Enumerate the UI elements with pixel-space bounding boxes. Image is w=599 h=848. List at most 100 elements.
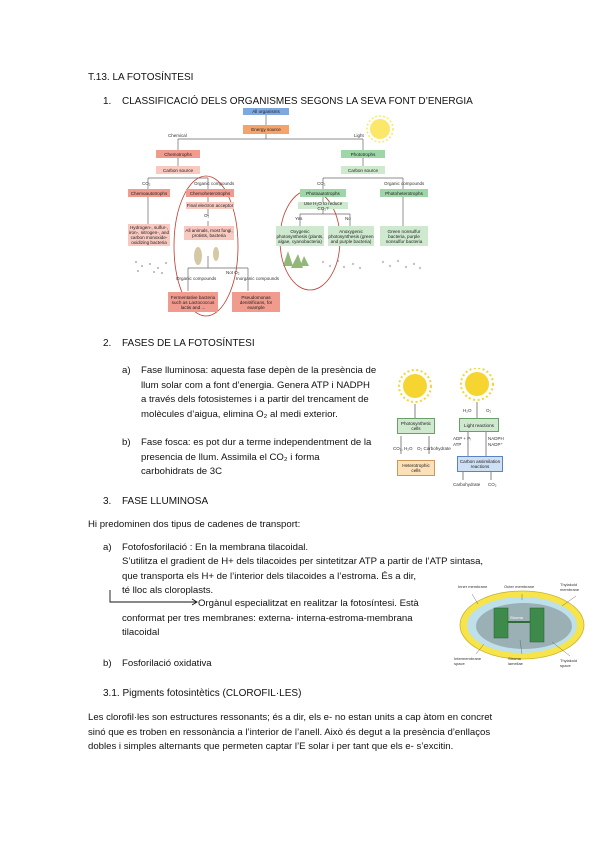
pseudomonas-box: Pseudomonas denitrificans, for example: [232, 292, 280, 312]
foto-b-text: Fosforilació oxidativa: [122, 658, 212, 669]
fase-b-letter: b): [122, 437, 131, 448]
o2-carbohydrate-label: O₂ Carbohydrate: [417, 446, 451, 451]
plant-illustration-icon: [283, 251, 309, 268]
photoheterotrophs-box: Photoheterotrophs: [380, 189, 428, 197]
intermembrane-space-label: Intermembrane space: [454, 656, 482, 666]
stroma-lamellae-label: Stroma lamellae: [508, 656, 523, 666]
section-1-number: 1.: [103, 96, 112, 107]
co2-label: CO₂: [488, 482, 497, 487]
inner-membrane-label: Inner membrane: [458, 584, 488, 589]
diagram-connectors: [135, 115, 422, 317]
o2-label: O₂: [204, 213, 210, 218]
oxygenic-box: Oxygenic photosynthesis (plants, algae, …: [276, 226, 324, 246]
final-paragraph: Les clorofil·les son estructures ressona…: [88, 711, 518, 755]
hydrogen-bacteria-box: Hydrogen-, sulfur-, iron-, nitrogen-, an…: [128, 224, 170, 246]
h2o-label: H₂O: [463, 408, 472, 413]
carbon-source-left-box: Carbon source: [156, 166, 200, 174]
thylakoid-space-label: Thylakoid space: [560, 658, 578, 668]
foto-b-letter: b): [103, 658, 112, 669]
no-label: No: [345, 216, 351, 221]
foto-a-text: S’utilitza el gradient de H+ dels tilaco…: [122, 555, 484, 599]
organic-right-label: Organic compounds: [384, 181, 425, 186]
yes-label: Yes: [295, 216, 303, 221]
fase-b-line-2: presencia de llum. Assimila el CO₂ i for…: [141, 451, 320, 463]
organ-line-3: tilacoidal: [122, 627, 160, 638]
fase-a-letter: a): [122, 365, 131, 376]
organ-text: Orgànul especialitzat en realitzar la fo…: [122, 597, 442, 641]
foto-a-line-2: que transporta els H+ de l’interior dels…: [122, 570, 417, 582]
section-1-heading: CLASSIFICACIÓ DELS ORGANISMES SEGONS LA …: [122, 96, 473, 107]
fermentative-box: Fermentative bacteria such as Lactococcu…: [168, 292, 218, 312]
chemotrophs-box: Chemotrophs: [156, 150, 200, 158]
phototrophs-box: Phototrophs: [341, 150, 385, 158]
foto-a-letter: a): [103, 542, 112, 553]
organic-left-label: Organic compounds: [194, 181, 235, 186]
anoxygenic-box: Anoxygenic photosynthesis (green and pur…: [328, 226, 374, 246]
chloroplast-illustration: [459, 590, 585, 660]
light-label: Light: [354, 133, 364, 138]
bracket-arrow-icon: [109, 590, 198, 606]
final-acceptor-box: Final electron acceptor: [186, 202, 234, 209]
fase-b-text: Fase fosca: es pot dur a terme independe…: [141, 436, 391, 480]
fase-a-line-2: llum solar com a font d’energia. Genera …: [141, 379, 370, 391]
thylakoid-membrane-label: Thylakoid membrane: [560, 582, 580, 592]
section-3-1-heading: 3.1. Pigments fotosintètics (CLOROFIL·LE…: [103, 688, 302, 699]
chemoautotrophs-box: Chemoautotrophs: [128, 189, 170, 197]
final-line-1: Les clorofil·les son estructures ressona…: [88, 712, 493, 723]
use-h2o-box: Use H₂O to reduce CO₂?: [298, 201, 348, 211]
foto-a-line-3: té lloc als cloroplasts.: [122, 585, 214, 596]
heterotrophic-cells-box: Heterotrophic cells: [397, 460, 435, 476]
section-2-number: 2.: [103, 338, 112, 349]
sun-icon: [398, 369, 432, 403]
final-line-3: dobles i simples alternants que permeten…: [88, 741, 454, 752]
organ-line-1: Orgànul especialitzat en realitzar la fo…: [198, 598, 419, 609]
fase-a-line-1: Fase lluminosa: aquesta fase depèn de la…: [141, 365, 377, 376]
fase-a-text: Fase lluminosa: aquesta fase depèn de la…: [141, 364, 391, 422]
organ-line-2: conformat per tres membranes: externa- i…: [122, 612, 413, 624]
carbon-assimilation-box: Carbon assimilation reactions: [457, 456, 503, 472]
fase-a-line-4: molècules d’aigua, elimina O₂ al medi ex…: [141, 408, 338, 420]
sun-icon: [366, 115, 394, 143]
energy-source-box: Energy source: [243, 125, 289, 134]
cadenes-paragraph: Hi predominen dos tipus de cadenes de tr…: [88, 519, 301, 530]
adp-label: ADP + Pᵢ: [453, 436, 472, 441]
final-line-2: sinó que es troben en ressonància a l’in…: [88, 726, 491, 738]
all-animals-box: All animals, most fungi, protists, bacte…: [184, 226, 234, 240]
fungi-illustration-icon: [194, 247, 219, 265]
section-3-heading: FASE LLUMINOSA: [122, 496, 209, 507]
photosynthetic-cells-box: Photosynthetic cells: [397, 418, 435, 434]
sun-icon: [460, 368, 494, 401]
co2-left-label: CO₂: [142, 181, 151, 186]
chemical-label: Chemical: [168, 133, 187, 138]
not-o2-label: Not O₂: [226, 270, 240, 275]
co2-h2o-label: CO₂, H₂O: [393, 446, 413, 451]
fase-a-line-3: a través dels fotosistemes i a partir de…: [141, 394, 369, 405]
stroma-label: Stroma: [510, 615, 523, 620]
green-nonsulfur-box: Green nonsulfur bacteria, purple nonsulf…: [380, 226, 428, 246]
classification-diagram: All organisms Energy source Chemical Lig…: [128, 106, 448, 322]
nadp-label: NADP⁺: [488, 442, 503, 447]
all-organisms-box: All organisms: [243, 108, 289, 115]
co2-right-label: CO₂: [317, 181, 326, 186]
carbon-source-right-box: Carbon source: [341, 166, 385, 174]
chloroplast-diagram: Inner membrane Outer membrane Thylakoid …: [452, 578, 590, 672]
chemoheterotrophs-box: Chemoheterotrophs: [186, 189, 234, 197]
section-3-number: 3.: [103, 496, 112, 507]
outer-membrane-label: Outer membrane: [504, 584, 535, 589]
foto-a-line-1: S’utilitza el gradient de H+ dels tilaco…: [122, 556, 484, 567]
carbohydrate-label: Carbohydrate: [453, 482, 481, 487]
organic-compounds-label: Organic compounds: [176, 276, 217, 281]
nadph-label: NADPH: [488, 436, 504, 441]
o2-label: O₂: [486, 408, 492, 413]
atp-label: ATP: [453, 442, 462, 447]
fase-b-line-3: carbohidrats de 3C: [141, 466, 223, 477]
photoautotrophs-box: Photoautotrophs: [300, 189, 346, 197]
inorganic-compounds-label: Inorganic compounds: [236, 276, 280, 281]
fase-b-line-1: Fase fosca: es pot dur a terme independe…: [141, 437, 372, 448]
page-title: T.13. LA FOTOSÍNTESI: [88, 72, 194, 83]
foto-a-heading: Fotofosforilació : En la membrana tilaco…: [122, 542, 309, 553]
phases-diagram-art: [398, 368, 494, 480]
phases-diagram: Photosynthetic cells Heterotrophic cells…: [393, 368, 513, 490]
section-2-heading: FASES DE LA FOTOSÍNTESI: [122, 338, 255, 349]
light-reactions-box: Light reactions: [459, 418, 499, 432]
